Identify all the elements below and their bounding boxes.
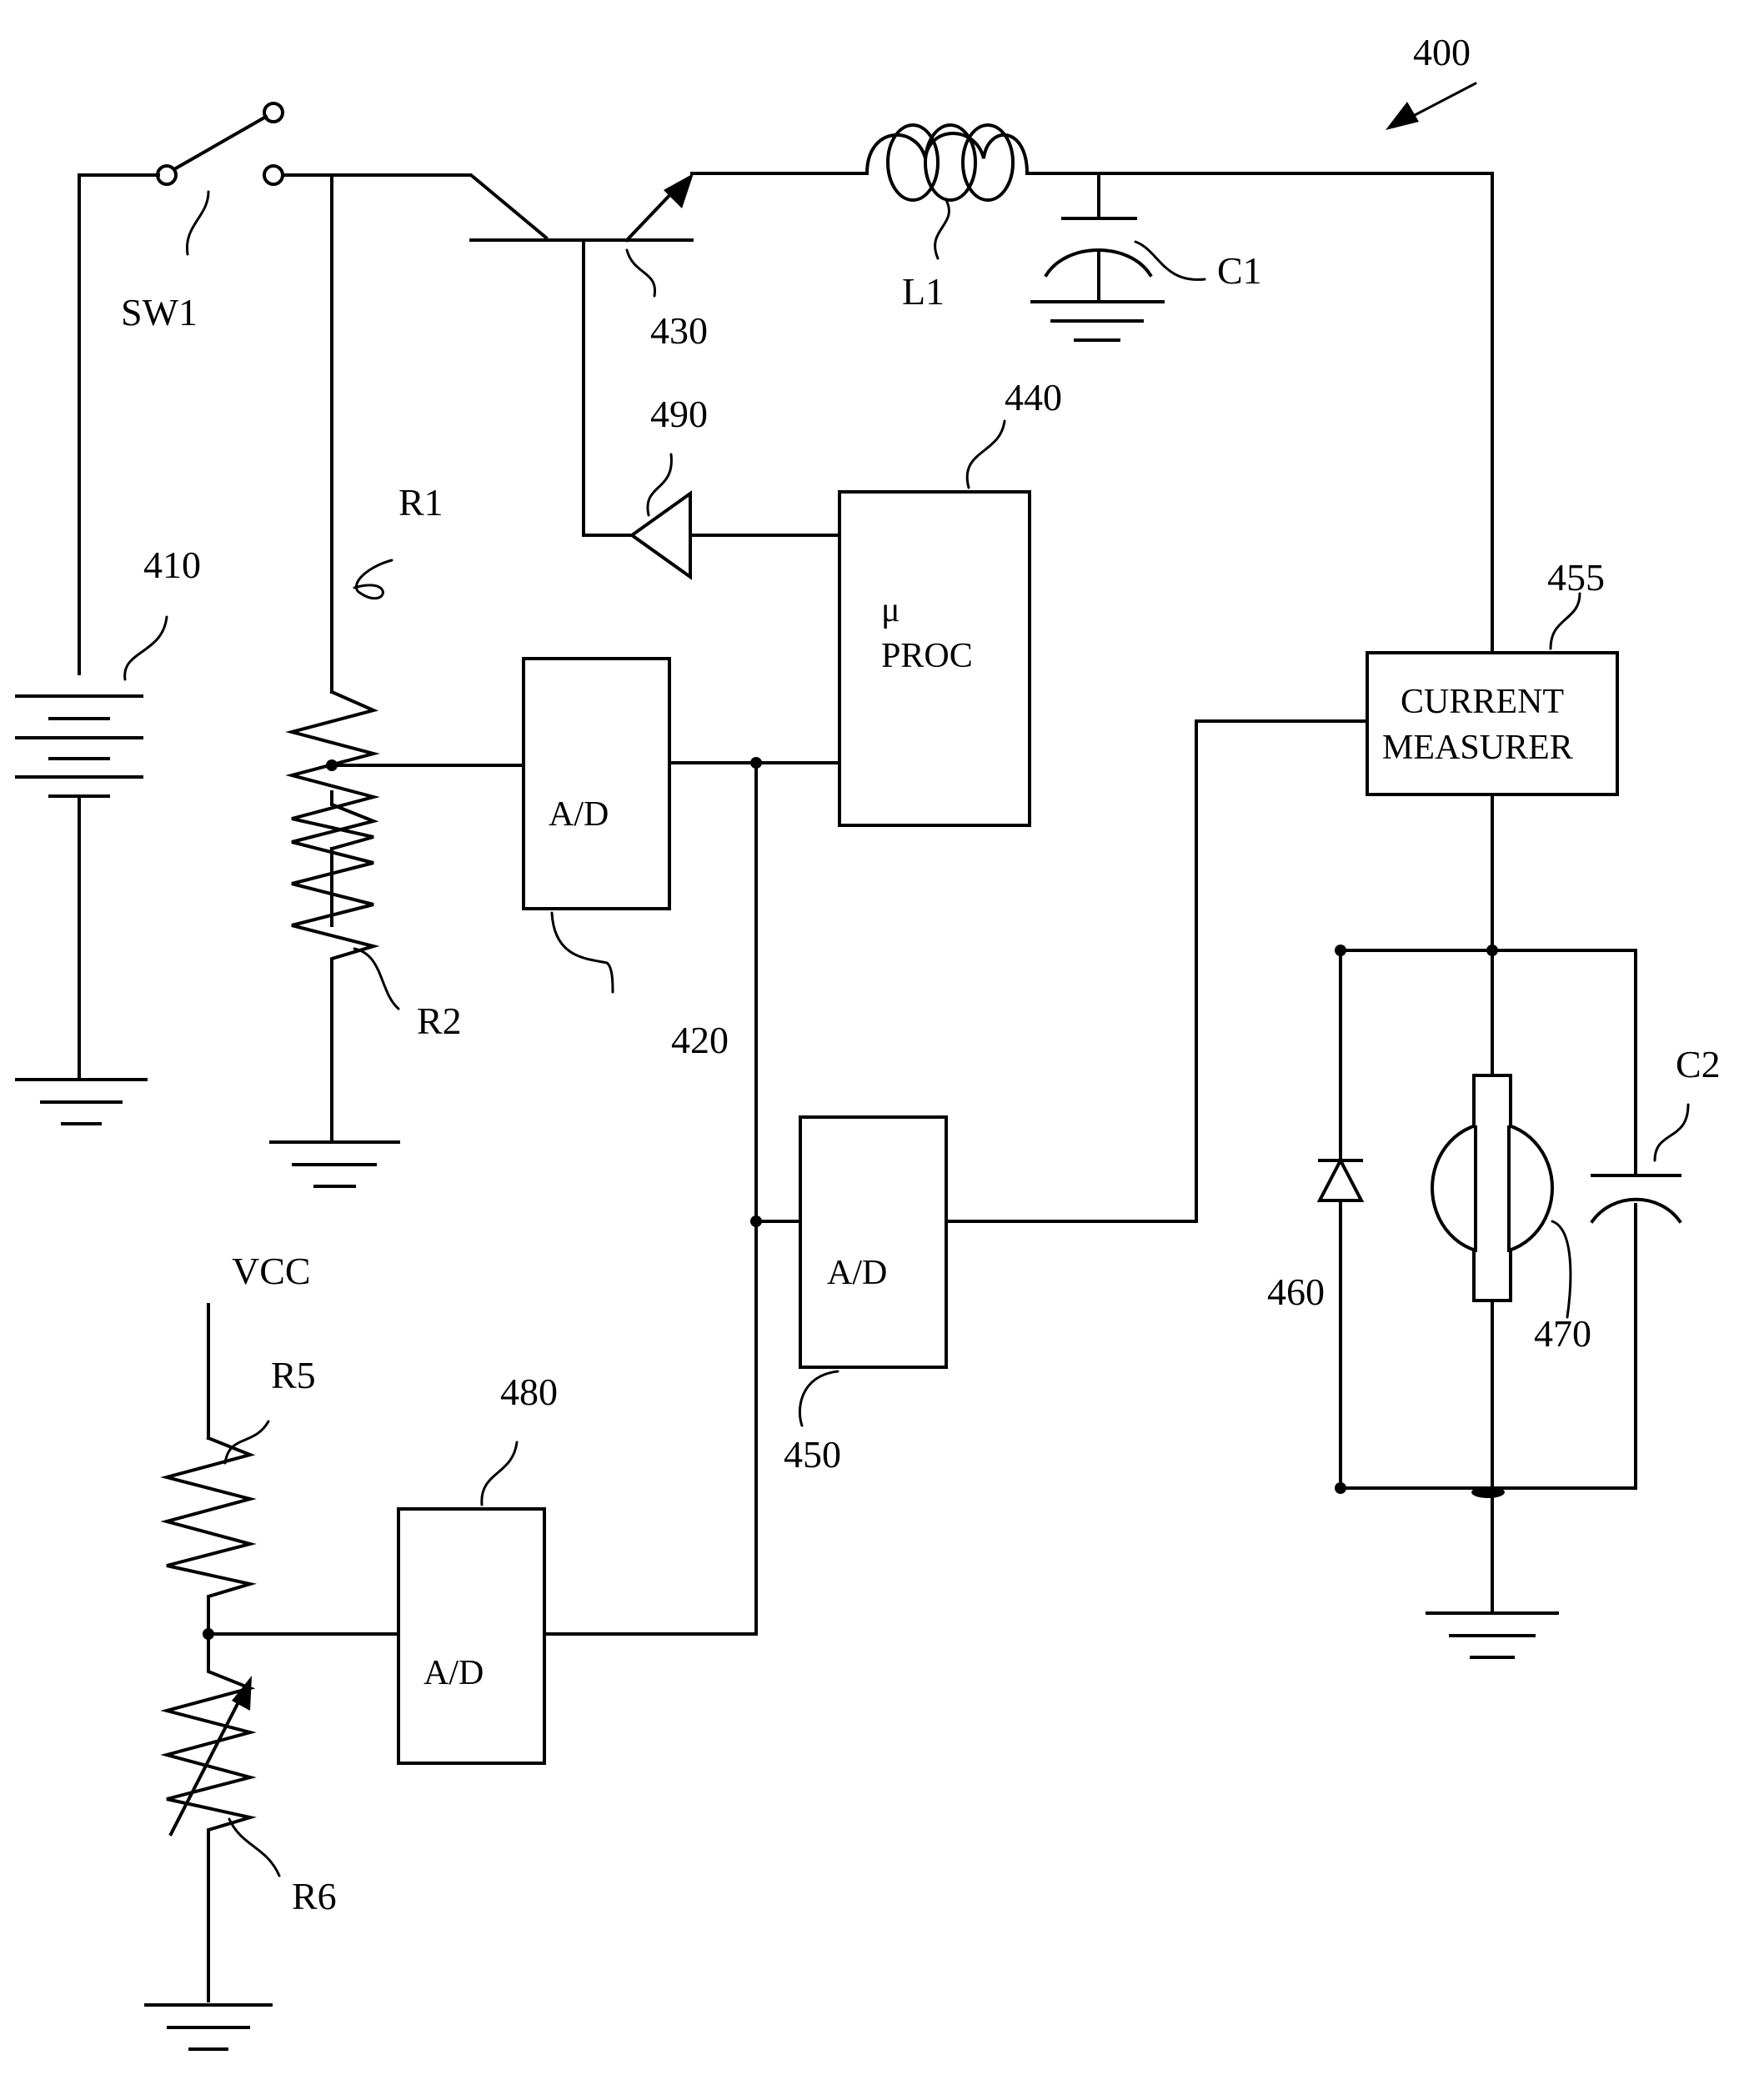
capacitor-c1-label: C1 — [1217, 249, 1262, 292]
ground-icon — [17, 1080, 146, 1124]
switch-label: SW1 — [121, 291, 198, 333]
resistor-r5 — [167, 1421, 268, 1634]
junction-dot — [326, 759, 338, 771]
current-measurer-ref-label: 455 — [1547, 556, 1605, 599]
inductor-l1 — [867, 125, 1027, 258]
motor-label: 470 — [1534, 1312, 1591, 1355]
junction-dot — [750, 757, 762, 769]
thermistor-r6 — [167, 1634, 279, 2001]
junction-dot — [1471, 1486, 1505, 1498]
top-rail-wires — [79, 173, 1492, 692]
buffer-490 — [632, 454, 839, 577]
figure-number: 400 — [1413, 31, 1471, 73]
current-measurer-label-2: MEASURER — [1382, 729, 1573, 767]
motor-470 — [1432, 950, 1571, 1488]
thermistor-r6-label: R6 — [292, 1875, 337, 1917]
junction-dot — [1335, 1482, 1346, 1494]
data-bus-label: 420 — [671, 1019, 729, 1061]
figure-arrow — [1386, 83, 1476, 130]
adc-1-label: A/D — [549, 795, 609, 834]
capacitor-c2-label: C2 — [1676, 1043, 1721, 1085]
resistor-r2-label: R2 — [417, 1000, 462, 1042]
junction-dot — [1335, 945, 1346, 956]
adc-2-ref-label: 450 — [784, 1433, 841, 1476]
adc-2-label: A/D — [827, 1254, 887, 1292]
processor-label: PROC — [881, 637, 973, 675]
battery-410 — [17, 617, 167, 1080]
adc-3 — [398, 1442, 756, 1763]
adc-3-ref-label: 480 — [500, 1371, 558, 1413]
adc-3-label: A/D — [423, 1654, 484, 1692]
capacitor-c2 — [1592, 950, 1688, 1488]
buffer-label: 490 — [650, 393, 708, 435]
processor-symbol: μ — [881, 591, 900, 629]
processor-440 — [839, 421, 1030, 825]
diode-label: 460 — [1267, 1271, 1325, 1313]
resistor-r1-label: R1 — [398, 481, 444, 524]
inductor-label: L1 — [902, 270, 945, 313]
ground-icon — [1427, 1613, 1557, 1657]
diode-460 — [1320, 1160, 1361, 1200]
ground-icon — [146, 2005, 271, 2049]
capacitor-c1 — [1032, 173, 1205, 340]
resistor-r1 — [292, 560, 392, 849]
ground-icon — [271, 1142, 398, 1186]
battery-label: 410 — [143, 544, 201, 586]
processor-ref-label: 440 — [1005, 376, 1062, 418]
current-measurer-label-1: CURRENT — [1401, 683, 1564, 721]
transistor-label: 430 — [650, 309, 708, 352]
switch-sw1 — [158, 103, 283, 254]
junction-dot — [750, 1215, 762, 1227]
transistor-430 — [471, 173, 694, 535]
supply-label: VCC — [232, 1250, 311, 1292]
resistor-r5-label: R5 — [271, 1354, 316, 1396]
